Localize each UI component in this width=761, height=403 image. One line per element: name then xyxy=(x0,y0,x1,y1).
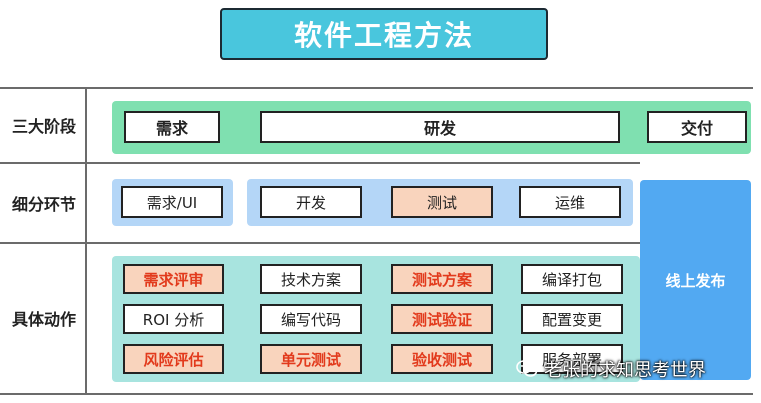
watermark-text: 老张的求知思考世界 xyxy=(544,360,706,381)
action-roi: ROI 分析 xyxy=(123,304,224,334)
stage-requirements: 需求 xyxy=(124,111,220,143)
grid-line-vertical xyxy=(85,87,87,395)
stage-rd: 研发 xyxy=(260,111,620,143)
detail-test: 测试 xyxy=(391,186,493,218)
action-acceptance: 验收测试 xyxy=(391,344,493,374)
detail-requirements-ui: 需求/UI xyxy=(121,186,223,218)
grid-line-top xyxy=(0,87,753,89)
action-req-review: 需求评审 xyxy=(123,264,224,294)
detail-develop: 开发 xyxy=(260,186,362,218)
grid-line-row2 xyxy=(0,242,640,244)
row-label-stages: 三大阶段 xyxy=(11,117,76,136)
detail-ops: 运维 xyxy=(519,186,621,218)
row-label-actions: 具体动作 xyxy=(11,310,76,329)
action-config: 配置变更 xyxy=(521,304,623,334)
action-test-plan: 测试方案 xyxy=(391,264,493,294)
watermark: 老张的求知思考世界 xyxy=(516,356,706,382)
stage-delivery: 交付 xyxy=(647,111,747,143)
action-tech-plan: 技术方案 xyxy=(260,264,362,294)
action-risk: 风险评估 xyxy=(123,344,224,374)
action-unit-test: 单元测试 xyxy=(260,344,362,374)
action-deploy: 服务部署 xyxy=(521,344,623,374)
row-label-detail: 细分环节 xyxy=(11,194,76,214)
diagram-title: 软件工程方法 xyxy=(220,8,548,60)
action-build: 编译打包 xyxy=(521,264,623,294)
wechat-icon xyxy=(516,360,538,378)
action-test-verify: 测试验证 xyxy=(391,304,493,334)
release-box: 线上发布 xyxy=(640,180,751,380)
grid-line-bottom xyxy=(0,393,753,395)
grid-line-row1 xyxy=(0,162,640,164)
action-coding: 编写代码 xyxy=(260,304,362,334)
